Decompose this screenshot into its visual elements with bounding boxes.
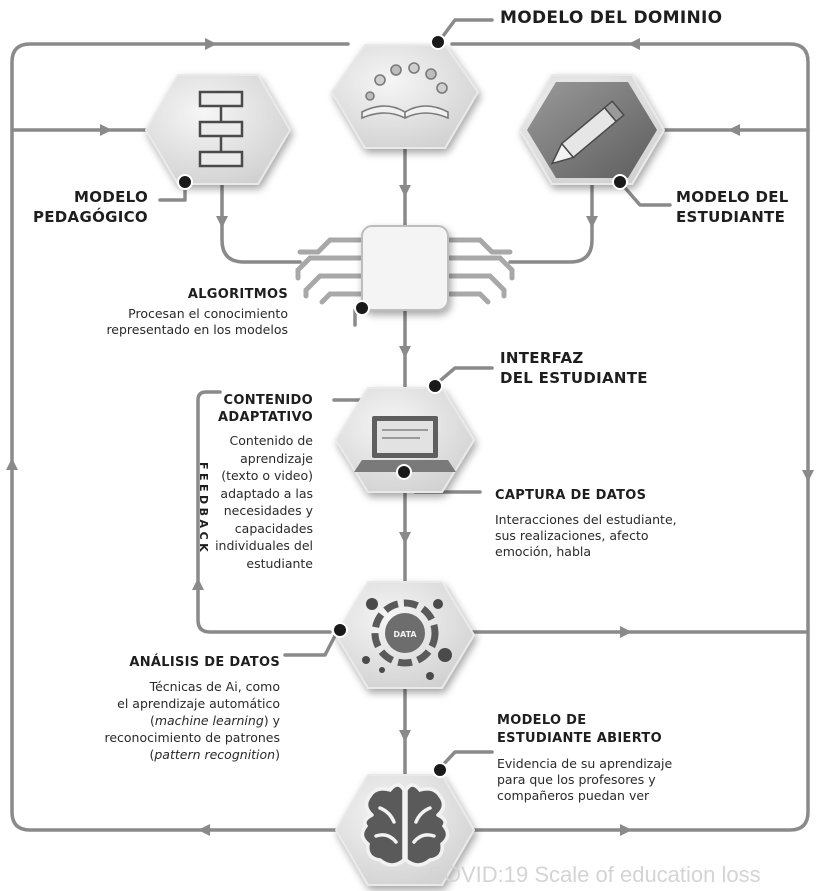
modelo-abierto-line: MODELO DE <box>497 713 587 728</box>
data-badge-label: DATA <box>393 630 417 639</box>
analisis-desc-line: el aprendizaje automático <box>117 696 280 711</box>
modelo-estudiante-line: ESTUDIANTE <box>676 208 786 226</box>
paren-close: ) y <box>263 713 280 728</box>
arrow-right-inner <box>728 124 740 136</box>
analisis-desc-line: reconocimiento de patrones <box>104 730 280 745</box>
chip-traces <box>295 237 515 305</box>
contenido-desc-line: individuales del <box>215 538 313 553</box>
arrow-right-down <box>802 470 814 482</box>
captura-desc-line: Interacciones del estudiante, <box>495 512 677 527</box>
arrow-left-up <box>6 458 18 470</box>
arrow-top-right <box>628 38 640 50</box>
feedback-line <box>196 390 332 634</box>
contenido-adaptativo-line: ADAPTATIVO <box>218 410 313 425</box>
data-wheel-icon <box>362 598 452 680</box>
contenido-desc-line: Contenido de <box>229 433 313 448</box>
pencil-hex-fill <box>527 82 657 178</box>
analisis-datos-title: ANÁLISIS DE DATOS <box>129 655 280 670</box>
hex-dominio <box>331 44 479 149</box>
feedback-label: FEEDBACK <box>197 462 210 556</box>
analisis-desc-line: (pattern recognition) <box>104 746 280 763</box>
machine-learning-term: machine learning <box>154 713 264 728</box>
captura-datos-title: CAPTURA DE DATOS <box>495 488 647 503</box>
algoritmos-desc-line: Procesan el conocimiento <box>128 306 288 321</box>
arrowheads <box>6 38 814 836</box>
brain-icon <box>360 783 450 867</box>
dominio-leader <box>438 18 494 42</box>
modelo-abierto-desc-line: para que los profesores y <box>497 772 656 787</box>
right-to-algo <box>508 183 594 264</box>
contenido-desc-line: capacidades <box>234 520 313 536</box>
modelo-pedagogico-title: MODELO PEDAGÓGICO <box>33 187 148 227</box>
arrow-feedback-up <box>192 578 204 590</box>
flowchart-icon <box>198 90 244 168</box>
arrow-mid-right <box>620 626 632 638</box>
modelo-abierto-title: MODELO DE ESTUDIANTE ABIERTO <box>497 712 662 748</box>
algoritmos-desc: Procesan el conocimiento representado en… <box>106 306 288 338</box>
modelo-abierto-desc-line: compañeros puedan ver <box>497 788 650 803</box>
contenido-desc-line: aprendizaje <box>240 450 313 466</box>
modelo-estudiante-line: MODELO DEL <box>676 188 789 206</box>
algoritmos-title: ALGORITMOS <box>187 287 288 302</box>
contenido-desc-line: (texto o video) <box>221 468 313 483</box>
arrow-est-down <box>586 216 598 228</box>
connector-dots <box>177 34 628 778</box>
interfaz-line: INTERFAZ <box>500 349 584 367</box>
modelo-pedagogico-line: MODELO <box>74 188 148 206</box>
abierto-leader <box>438 750 494 770</box>
analisis-desc-line: (machine learning) y <box>104 712 280 729</box>
watermark-text: COVID:19 Scale of education loss <box>428 862 761 887</box>
modelo-pedagogico-line: PEDAGÓGICO <box>32 208 148 226</box>
captura-desc-line: sus realizaciones, afecto <box>495 528 649 543</box>
analisis-leader <box>283 628 340 657</box>
arrow-int-down <box>399 532 411 544</box>
pencil-icon <box>550 100 625 165</box>
arrow-left-inner <box>100 124 112 136</box>
paren-open: ( <box>149 713 155 728</box>
arrow-bottom-right <box>620 824 632 836</box>
outer-left-loop <box>10 42 350 832</box>
arrow-ana-down <box>399 730 411 742</box>
left-to-algo <box>220 183 302 264</box>
outer-right-loop <box>450 42 810 832</box>
paren-close: ) <box>275 747 280 762</box>
captura-desc-line: emoción, habla <box>495 544 592 559</box>
contenido-desc-line: necesidades y <box>223 503 313 518</box>
interfaz-line: DEL ESTUDIANTE <box>500 369 648 387</box>
pattern-recognition-term: pattern recognition <box>154 747 276 762</box>
chip-icon <box>361 225 449 311</box>
modelo-estudiante-title: MODELO DEL ESTUDIANTE <box>676 187 789 227</box>
interfaz-leader <box>433 366 494 387</box>
captura-datos-desc: Interacciones del estudiante, sus realiz… <box>495 512 677 560</box>
analisis-datos-desc: Técnicas de Ai, como el aprendizaje auto… <box>104 678 280 763</box>
arrow-top-left <box>205 38 217 50</box>
arrow-ped-down <box>216 216 228 228</box>
estudiante-leader <box>618 180 672 207</box>
modelo-dominio-title: MODELO DEL DOMINIO <box>500 8 723 28</box>
arrow-bottom-left <box>198 824 210 836</box>
analisis-desc-line: Técnicas de Ai, como <box>149 679 280 694</box>
modelo-abierto-desc-line: Evidencia de su aprendizaje <box>497 756 673 771</box>
arrow-dom-down <box>399 185 411 197</box>
contenido-adaptativo-line: CONTENIDO <box>223 393 313 408</box>
paren-open: ( <box>149 747 155 762</box>
interfaz-title: INTERFAZ DEL ESTUDIANTE <box>500 348 648 388</box>
book-icon <box>361 62 449 120</box>
modelo-abierto-line: ESTUDIANTE ABIERTO <box>497 731 662 746</box>
algoritmos-desc-line: representado en los modelos <box>106 322 288 337</box>
arrow-algo-down <box>399 346 411 358</box>
contenido-desc-line: adaptado a las <box>220 485 313 501</box>
contenido-desc-line: estudiante <box>246 555 313 571</box>
contenido-adaptativo-desc: Contenido de aprendizaje (texto o video)… <box>215 432 313 572</box>
modelo-abierto-desc: Evidencia de su aprendizaje para que los… <box>497 756 672 804</box>
contenido-adaptativo-title: CONTENIDO ADAPTATIVO <box>218 392 313 426</box>
